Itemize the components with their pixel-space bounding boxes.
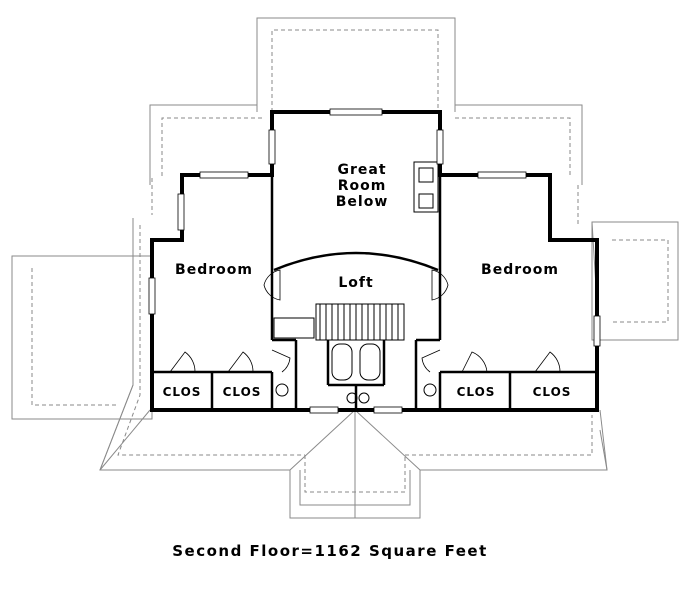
windows bbox=[148, 108, 601, 414]
closet-label: CLOS bbox=[163, 385, 202, 399]
bath-fixtures bbox=[275, 343, 437, 404]
loft-railing bbox=[263, 251, 449, 301]
fireplace bbox=[413, 161, 439, 213]
roof-lines bbox=[11, 17, 679, 519]
closet-label: CLOS bbox=[223, 385, 262, 399]
great-room-label-2: Room bbox=[338, 178, 387, 194]
great-room-label-3: Below bbox=[336, 194, 389, 210]
dashed-overhang bbox=[31, 29, 669, 493]
great-room-label-1: Great bbox=[337, 162, 386, 178]
room-labels: Great Room Below Loft Bedroom Bedroom CL… bbox=[163, 162, 572, 560]
door-swings bbox=[169, 349, 561, 373]
exterior-walls bbox=[150, 110, 599, 412]
interior-walls bbox=[152, 175, 597, 410]
bedroom-right-label: Bedroom bbox=[481, 262, 559, 278]
closet-label: CLOS bbox=[457, 385, 496, 399]
loft-label: Loft bbox=[338, 275, 373, 291]
stairs bbox=[273, 303, 405, 341]
closet-label: CLOS bbox=[533, 385, 572, 399]
bedroom-left-label: Bedroom bbox=[175, 262, 253, 278]
plan-caption: Second Floor=1162 Square Feet bbox=[172, 542, 488, 560]
